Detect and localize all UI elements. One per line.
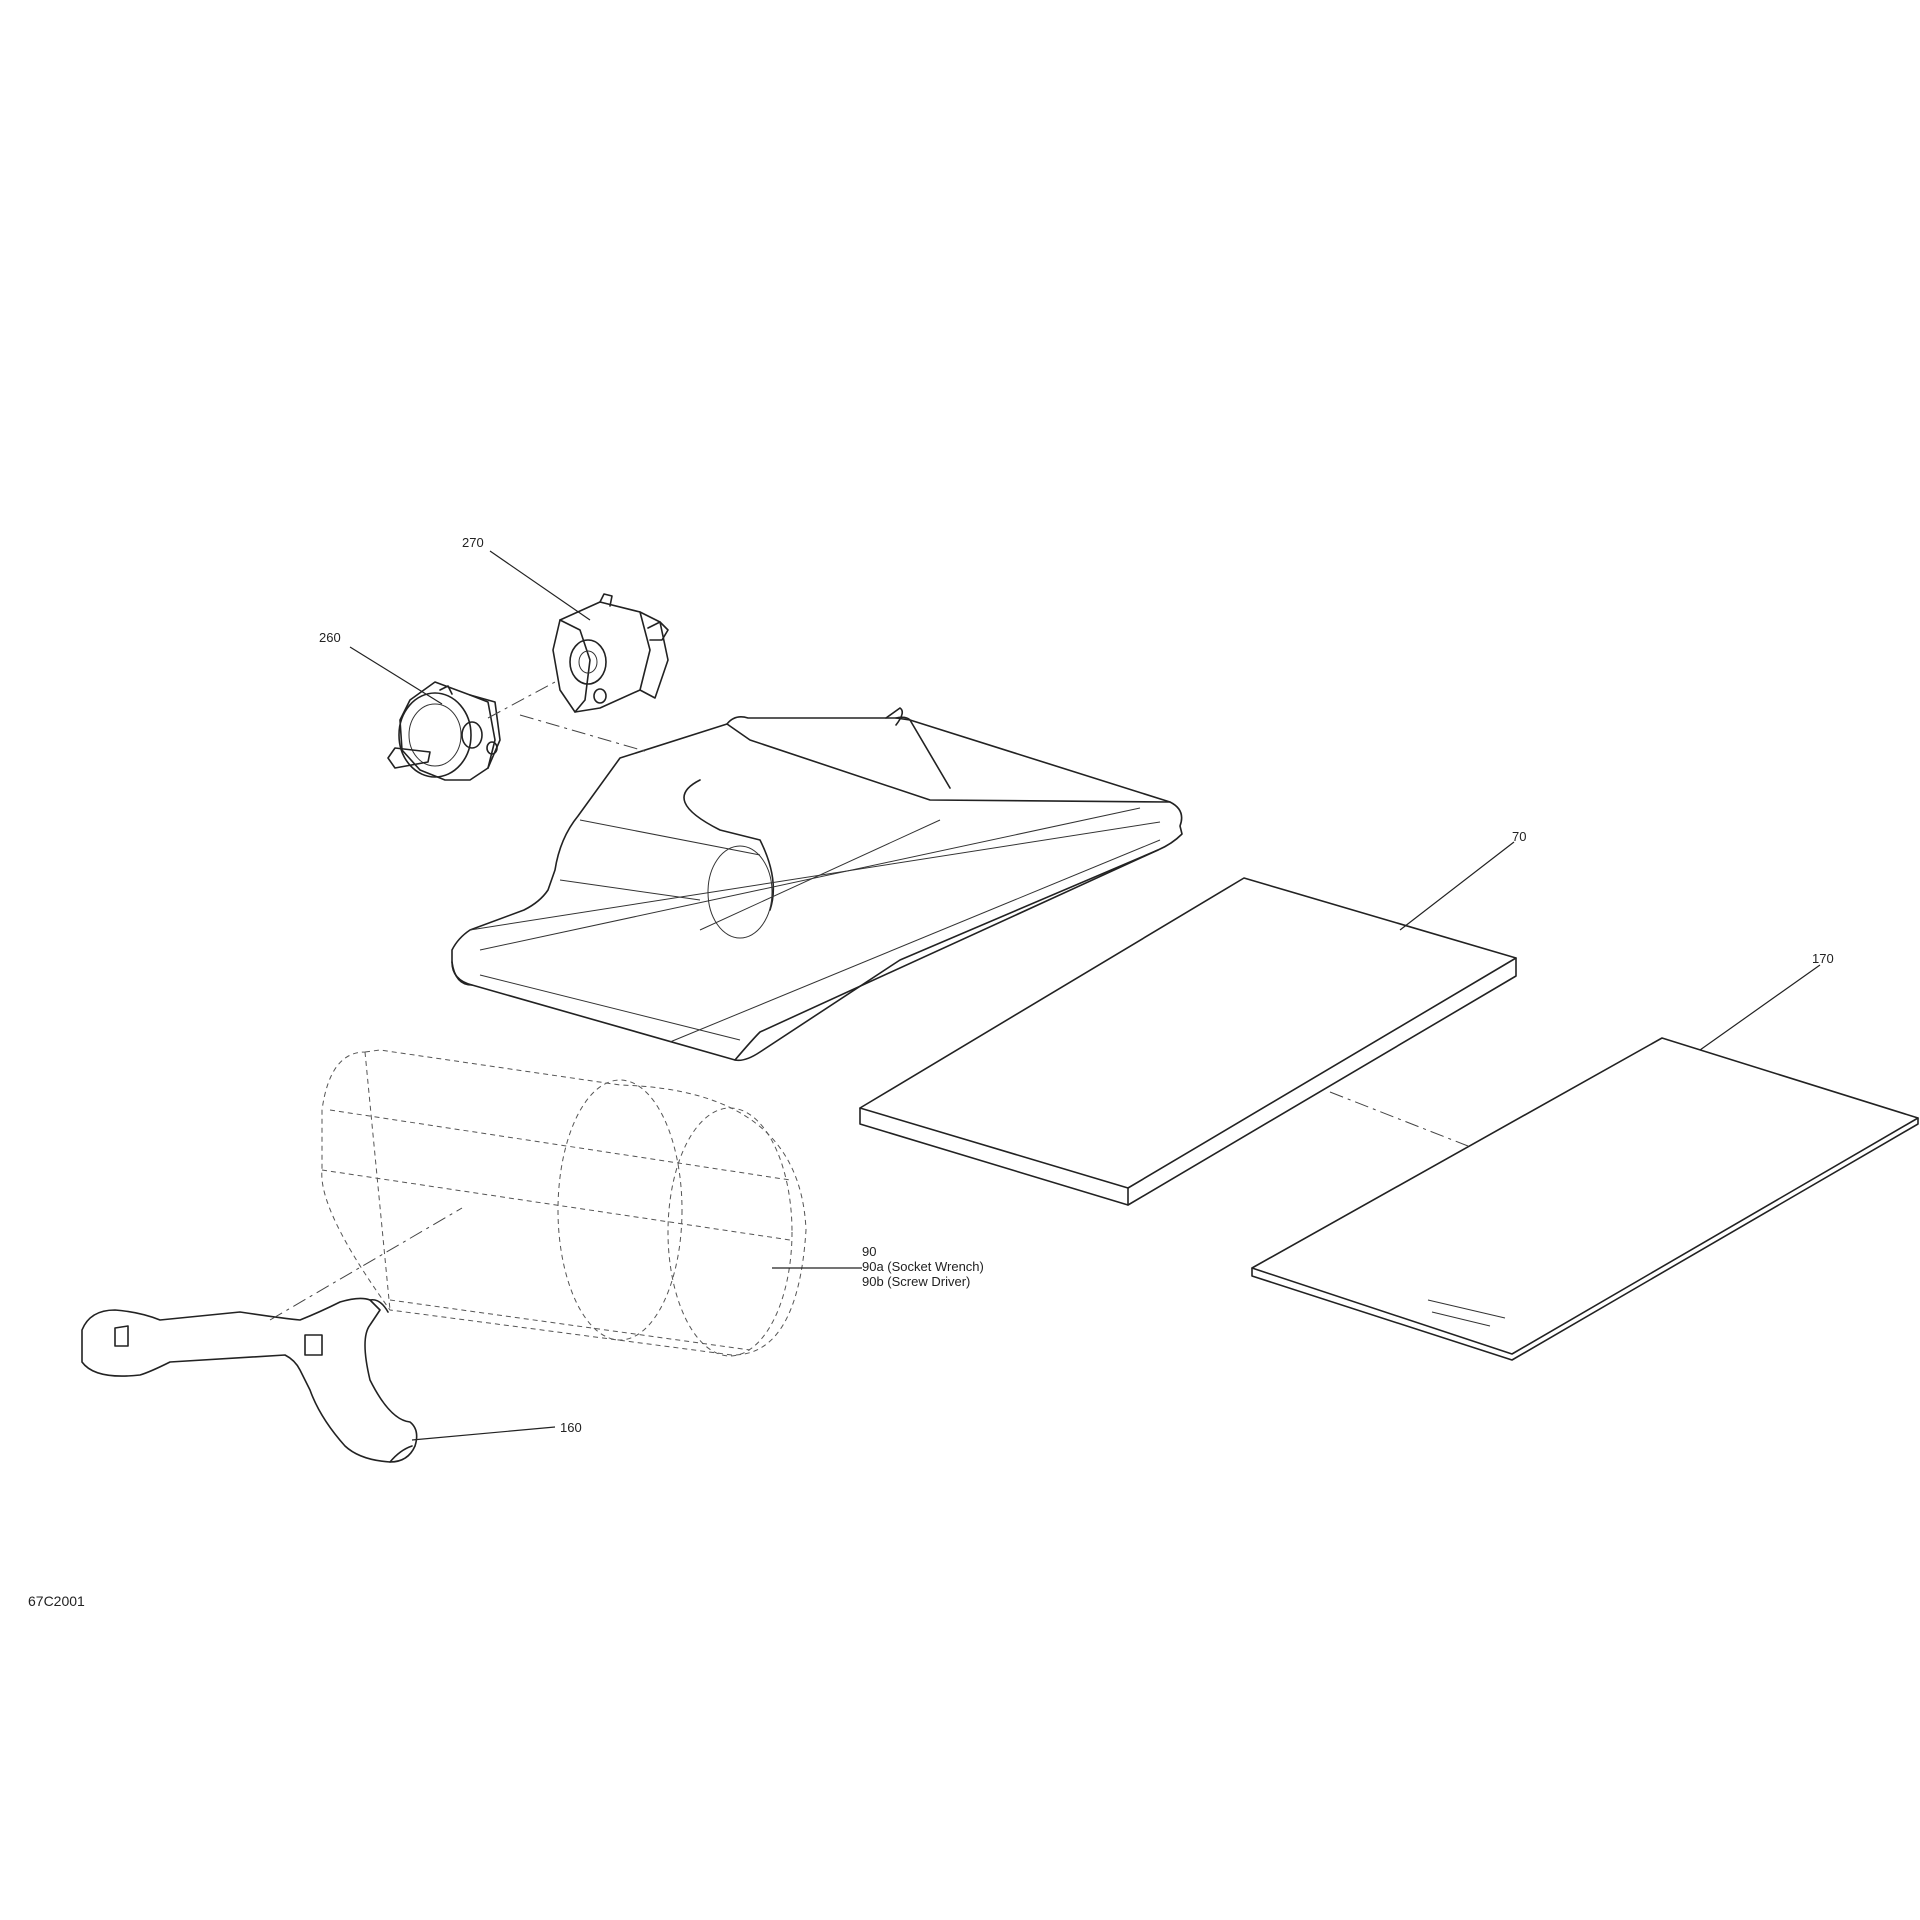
drawing-code: 67C2001 (28, 1593, 85, 1609)
leader-160 (411, 1426, 556, 1441)
centerline-socket-to-bag (519, 714, 649, 753)
part-70-manual[interactable] (859, 877, 1517, 1206)
callout-70: 70 (1512, 829, 1526, 844)
part-90-tool-pouch[interactable] (321, 1049, 807, 1357)
callout-160: 160 (560, 1420, 582, 1435)
leader-70 (1399, 841, 1515, 931)
storage-bag[interactable] (451, 707, 1183, 1062)
part-260-key-socket[interactable] (387, 681, 501, 781)
callout-170: 170 (1812, 951, 1834, 966)
part-270-key-clip[interactable] (552, 593, 669, 713)
booklet-cover-print (1427, 1299, 1506, 1327)
centerline-socket-to-clip (487, 681, 556, 719)
callout-90-group: 90 90a (Socket Wrench) 90b (Screw Driver… (862, 1244, 984, 1289)
callout-90: 90 (862, 1244, 876, 1259)
centerline-manual-to-booklet (1329, 1091, 1469, 1147)
part-160-spanner-wrench[interactable] (81, 1297, 418, 1463)
callout-270: 270 (462, 535, 484, 550)
callout-90b: 90b (Screw Driver) (862, 1274, 970, 1289)
centerline-pouch-to-wrench (269, 1207, 463, 1321)
callout-260: 260 (319, 630, 341, 645)
leader-170 (1699, 964, 1821, 1051)
leader-260 (349, 646, 443, 705)
callout-90a: 90a (Socket Wrench) (862, 1259, 984, 1274)
leader-270 (489, 550, 591, 621)
part-170-booklet[interactable] (1251, 1037, 1919, 1361)
